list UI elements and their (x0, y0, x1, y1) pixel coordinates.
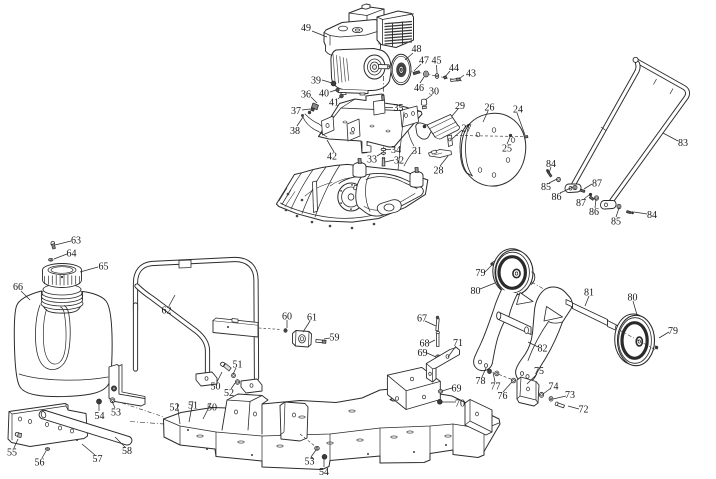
svg-text:30: 30 (429, 86, 439, 97)
svg-text:80: 80 (471, 286, 481, 297)
svg-text:68: 68 (420, 338, 430, 349)
svg-text:43: 43 (466, 68, 476, 79)
svg-text:86: 86 (552, 192, 562, 203)
svg-text:52: 52 (224, 388, 234, 399)
svg-text:54: 54 (95, 411, 105, 422)
svg-text:42: 42 (327, 151, 337, 162)
svg-text:38: 38 (290, 126, 300, 137)
svg-text:29: 29 (455, 101, 465, 112)
svg-text:81: 81 (584, 287, 594, 298)
svg-text:51: 51 (188, 400, 198, 411)
svg-text:84: 84 (647, 210, 657, 221)
svg-text:67: 67 (417, 313, 427, 324)
svg-text:77: 77 (491, 381, 501, 392)
svg-text:47: 47 (419, 55, 429, 66)
svg-text:79: 79 (668, 326, 678, 337)
svg-text:24: 24 (513, 104, 523, 115)
svg-text:48: 48 (412, 44, 422, 55)
svg-text:27: 27 (462, 123, 472, 134)
svg-text:84: 84 (546, 159, 556, 170)
svg-text:34: 34 (391, 145, 401, 156)
svg-text:49: 49 (301, 23, 311, 34)
svg-text:59: 59 (330, 332, 340, 343)
svg-text:32: 32 (394, 155, 404, 166)
svg-text:37: 37 (291, 106, 301, 117)
svg-text:72: 72 (579, 404, 589, 415)
svg-text:50: 50 (211, 381, 221, 392)
svg-text:45: 45 (432, 55, 442, 66)
svg-text:85: 85 (611, 216, 621, 227)
svg-text:53: 53 (305, 456, 315, 467)
svg-text:56: 56 (35, 457, 45, 468)
svg-text:70: 70 (455, 398, 465, 409)
svg-text:61: 61 (307, 312, 317, 323)
svg-text:40: 40 (319, 88, 329, 99)
svg-text:60: 60 (282, 311, 292, 322)
svg-text:85: 85 (541, 182, 551, 193)
svg-text:54: 54 (319, 467, 329, 478)
svg-text:62: 62 (162, 305, 172, 316)
svg-text:73: 73 (565, 390, 575, 401)
svg-text:35: 35 (394, 103, 404, 114)
svg-text:36: 36 (301, 89, 311, 100)
svg-text:74: 74 (549, 381, 559, 392)
svg-text:26: 26 (485, 102, 495, 113)
svg-text:79: 79 (476, 268, 486, 279)
svg-text:25: 25 (502, 143, 512, 154)
svg-text:87: 87 (592, 178, 602, 189)
svg-text:57: 57 (93, 454, 103, 465)
svg-text:63: 63 (71, 235, 81, 246)
svg-text:82: 82 (538, 343, 548, 354)
svg-text:65: 65 (99, 261, 109, 272)
svg-text:50: 50 (207, 402, 217, 413)
svg-text:69: 69 (452, 383, 462, 394)
svg-text:44: 44 (449, 63, 459, 74)
svg-text:78: 78 (476, 376, 486, 387)
svg-text:83: 83 (678, 138, 688, 149)
svg-text:39: 39 (311, 75, 321, 86)
svg-text:53: 53 (111, 407, 121, 418)
svg-text:52: 52 (170, 402, 180, 413)
svg-text:58: 58 (122, 446, 132, 457)
svg-text:80: 80 (628, 292, 638, 303)
svg-text:31: 31 (412, 146, 422, 157)
svg-text:66: 66 (13, 282, 23, 293)
svg-text:76: 76 (498, 391, 508, 402)
svg-text:64: 64 (67, 248, 77, 259)
svg-text:71: 71 (453, 338, 463, 349)
svg-text:86: 86 (589, 207, 599, 218)
svg-text:41: 41 (329, 97, 339, 108)
svg-text:28: 28 (434, 165, 444, 176)
svg-text:51: 51 (233, 359, 243, 370)
svg-text:69: 69 (418, 348, 428, 359)
svg-text:33: 33 (367, 154, 377, 165)
svg-text:46: 46 (414, 83, 424, 94)
svg-text:87: 87 (576, 198, 586, 209)
svg-text:55: 55 (7, 447, 17, 458)
svg-text:75: 75 (534, 366, 544, 377)
